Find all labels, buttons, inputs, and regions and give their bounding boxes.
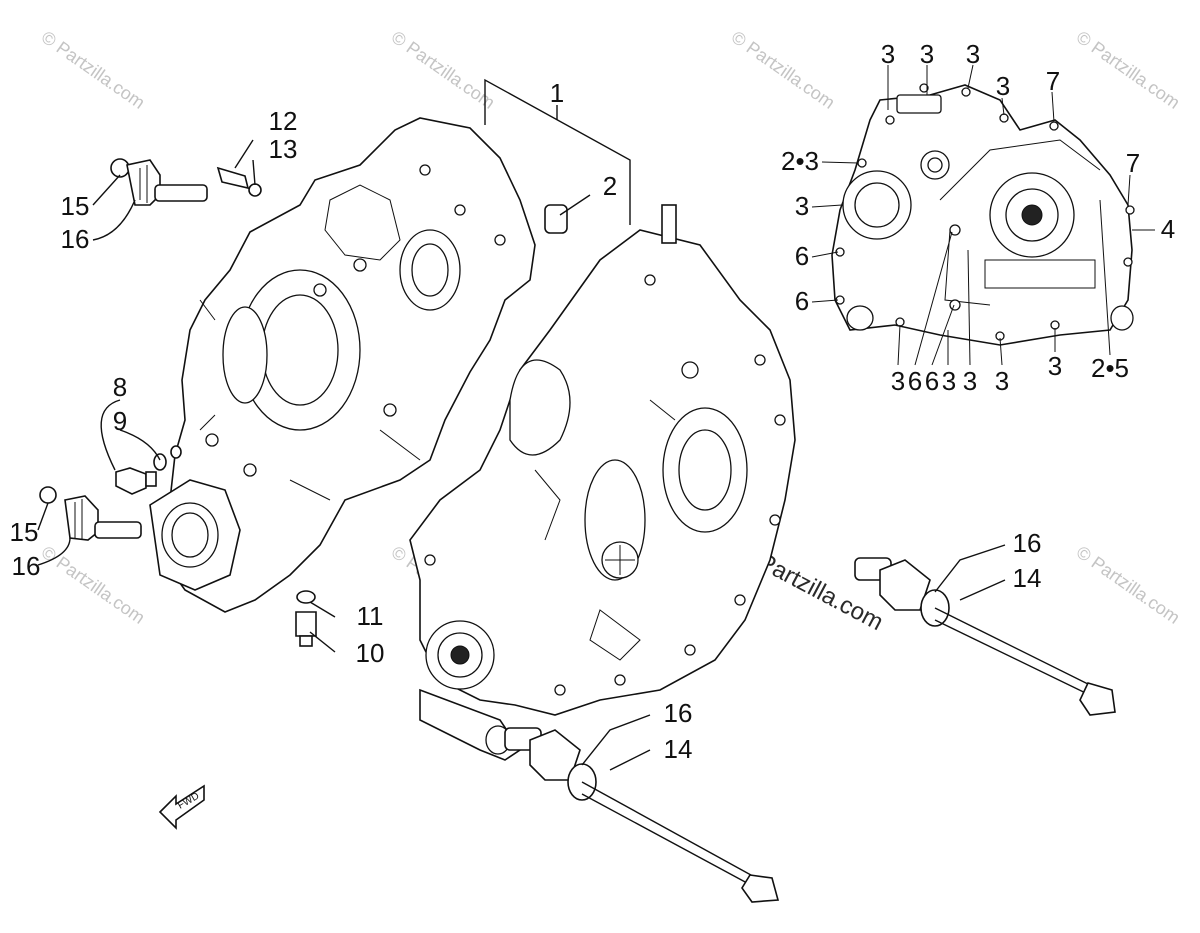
left-crankcase-half xyxy=(149,117,536,613)
callout-label-15: 15 xyxy=(61,191,90,221)
callout-label-3: 3 xyxy=(795,191,809,221)
callout-label-12: 12 xyxy=(269,106,298,136)
watermark: © Partzilla.com xyxy=(1073,27,1184,113)
callout-label-16: 16 xyxy=(61,224,90,254)
callout-labels: 1 2 12 13 15 16 8 9 15 16 11 10 16 14 16… xyxy=(10,39,1176,764)
callout-label-16: 16 xyxy=(1013,528,1042,558)
callout-label-13: 13 xyxy=(269,134,298,164)
callout-label-3: 3 xyxy=(996,71,1010,101)
callout-label-1: 1 xyxy=(550,78,564,108)
watermark: © Partzilla.com xyxy=(388,27,499,113)
callout-label-3: 3 xyxy=(995,366,1009,396)
callout-label-2-3: 2•3 xyxy=(781,146,819,176)
callout-label-6: 6 xyxy=(795,286,809,316)
small-parts xyxy=(39,158,1116,903)
callout-label-9: 9 xyxy=(113,406,127,436)
callout-label-3: 3 xyxy=(891,366,905,396)
callout-label-4: 4 xyxy=(1161,214,1175,244)
callout-label-7: 7 xyxy=(1126,148,1140,178)
watermark: © Partzilla.com xyxy=(38,27,149,113)
watermark: © Partzilla.com xyxy=(38,542,149,628)
callout-label-16: 16 xyxy=(12,551,41,581)
callout-label-3: 3 xyxy=(966,39,980,69)
callout-label-3: 3 xyxy=(963,366,977,396)
callout-label-10: 10 xyxy=(356,638,385,668)
callout-label-6: 6 xyxy=(795,241,809,271)
callout-label-2: 2 xyxy=(603,171,617,201)
callout-label-14: 14 xyxy=(664,734,693,764)
callout-label-2-5: 2•5 xyxy=(1091,353,1129,383)
callout-label-14: 14 xyxy=(1013,563,1042,593)
callout-label-3: 3 xyxy=(881,39,895,69)
callout-label-6: 6 xyxy=(925,366,939,396)
cap-part-15 xyxy=(110,158,130,178)
right-crankcase-half xyxy=(409,204,796,761)
callout-label-3: 3 xyxy=(1048,351,1062,381)
inset-crankcase-view xyxy=(831,83,1135,346)
callout-label-3: 3 xyxy=(920,39,934,69)
watermark: © Partzilla.com xyxy=(728,27,839,113)
callout-label-7: 7 xyxy=(1046,66,1060,96)
callout-label-6: 6 xyxy=(908,366,922,396)
watermark: © Partzilla.com xyxy=(1073,542,1184,628)
callout-label-11: 11 xyxy=(357,601,384,631)
leader-lines xyxy=(37,64,1155,771)
callout-label-3: 3 xyxy=(942,366,956,396)
callout-label-8: 8 xyxy=(113,372,127,402)
callout-label-16: 16 xyxy=(664,698,693,728)
callout-label-15: 15 xyxy=(10,517,39,547)
fwd-arrow: FWD xyxy=(158,784,205,830)
